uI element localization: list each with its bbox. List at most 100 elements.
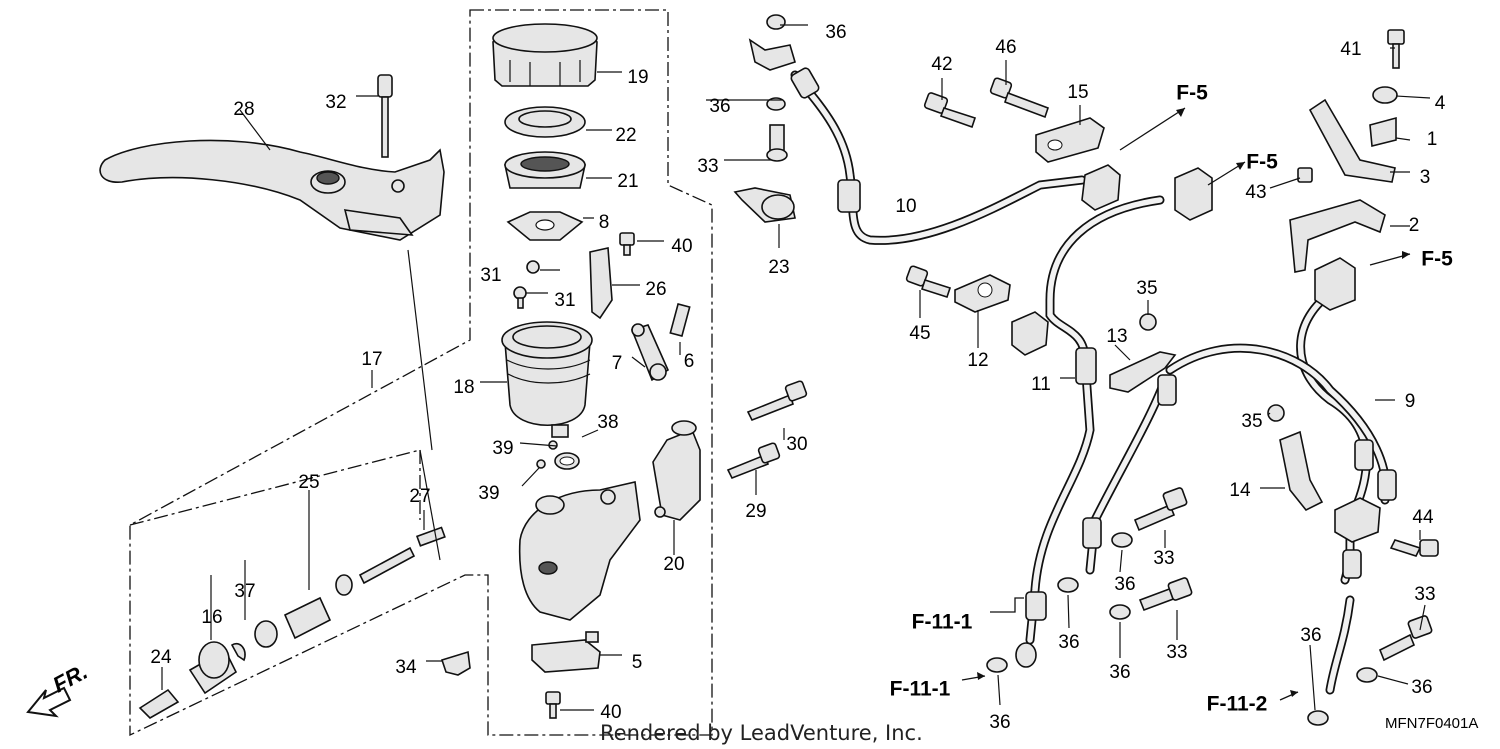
stay-group <box>1289 29 1405 273</box>
clamp-15 <box>1035 117 1105 163</box>
callout-24: 24 <box>150 647 172 668</box>
ref-f-5: F-5 <box>1176 82 1208 105</box>
diaphragm-plate <box>504 106 586 138</box>
callout-31: 31 <box>480 265 501 286</box>
callout-13: 13 <box>1106 326 1127 347</box>
pivot-bolt <box>377 74 393 158</box>
callout-20: 20 <box>663 554 684 575</box>
clamp-14 <box>1267 404 1324 512</box>
callout-2: 2 <box>1409 215 1420 236</box>
reservoir-cap <box>492 23 598 87</box>
diagram-code: MFN7F0401A <box>1385 715 1478 732</box>
callout-28: 28 <box>233 99 254 120</box>
callout-25: 25 <box>298 472 319 493</box>
callout-11: 11 <box>1031 374 1051 395</box>
piston-set <box>138 526 446 719</box>
callout-36: 36 <box>1109 662 1130 683</box>
callout-21: 21 <box>617 171 638 192</box>
callout-3: 3 <box>1420 167 1431 188</box>
reservoir-holder <box>589 247 613 320</box>
callout-36: 36 <box>1300 625 1321 646</box>
callout-12: 12 <box>967 350 988 371</box>
reference-arrows <box>961 107 1411 701</box>
callout-40: 40 <box>671 236 692 257</box>
callout-35: 35 <box>1241 411 1262 432</box>
brake-lever <box>99 139 445 241</box>
callout-10: 10 <box>895 196 916 217</box>
screw-40-bottom <box>545 691 561 719</box>
reference-layer: F-5F-5F-5F-11-1F-11-1F-11-2 <box>890 82 1453 716</box>
group-boundaries <box>129 9 713 737</box>
screw-40-top <box>619 232 635 256</box>
callout-41: 41 <box>1340 39 1361 60</box>
callout-18: 18 <box>453 377 474 398</box>
reservoir <box>501 321 593 438</box>
leader-lines <box>161 24 1431 711</box>
dust-cap-34 <box>440 650 471 676</box>
callout-4: 4 <box>1435 93 1446 114</box>
joint-blocks <box>1011 164 1381 543</box>
callout-5: 5 <box>632 652 643 673</box>
callout-17: 17 <box>361 349 382 370</box>
callout-16: 16 <box>201 607 222 628</box>
callout-6: 6 <box>684 351 695 372</box>
callout-33: 33 <box>697 156 718 177</box>
clamp-12 <box>954 274 1011 313</box>
callout-layer: 1234567891011121314151617181920212223242… <box>150 22 1445 733</box>
callout-36: 36 <box>709 96 730 117</box>
screws-31 <box>513 260 540 309</box>
callout-33: 33 <box>1414 584 1435 605</box>
o-rings <box>536 440 580 470</box>
callout-36: 36 <box>1411 677 1432 698</box>
footer-text: Rendered by LeadVenture, Inc. <box>600 721 923 745</box>
callout-7: 7 <box>612 353 623 374</box>
hose-joint <box>630 302 691 382</box>
callout-31: 31 <box>554 290 575 311</box>
callout-29: 29 <box>745 501 766 522</box>
callout-19: 19 <box>627 67 648 88</box>
ref-f-11-1: F-11-1 <box>890 678 951 701</box>
callout-33: 33 <box>1153 548 1174 569</box>
callout-32: 32 <box>325 92 346 113</box>
hose-10 <box>790 67 1087 245</box>
callout-42: 42 <box>931 54 952 75</box>
front-direction-arrow: FR. <box>26 659 92 718</box>
callout-44: 44 <box>1412 507 1434 528</box>
callout-34: 34 <box>395 657 417 678</box>
callout-35: 35 <box>1136 278 1157 299</box>
bolts-29-30 <box>726 380 808 480</box>
callout-8: 8 <box>599 212 610 233</box>
holder <box>652 420 701 521</box>
brake-switch <box>531 631 601 673</box>
callout-22: 22 <box>615 125 636 146</box>
callout-1: 1 <box>1427 129 1438 150</box>
callout-39: 39 <box>478 483 499 504</box>
diaphragm <box>504 151 586 189</box>
callout-23: 23 <box>768 257 789 278</box>
callout-46: 46 <box>995 37 1016 58</box>
callout-43: 43 <box>1245 182 1266 203</box>
clamp-13 <box>1109 313 1177 393</box>
bolts-42-46-45 <box>905 77 1050 299</box>
banjo-bolts-right <box>986 487 1439 726</box>
callout-27: 27 <box>409 486 430 507</box>
ref-f-5: F-5 <box>1246 151 1278 174</box>
callout-39: 39 <box>492 438 513 459</box>
ref-f-5: F-5 <box>1421 248 1453 271</box>
callout-36: 36 <box>1058 632 1079 653</box>
callout-33: 33 <box>1166 642 1187 663</box>
callout-14: 14 <box>1229 480 1251 501</box>
callout-36: 36 <box>1114 574 1135 595</box>
callout-37: 37 <box>234 581 255 602</box>
master-cylinder <box>518 481 641 621</box>
hose-11 <box>1015 195 1165 668</box>
callout-36: 36 <box>825 22 846 43</box>
callout-15: 15 <box>1067 82 1088 103</box>
callout-30: 30 <box>786 434 807 455</box>
callout-36: 36 <box>989 712 1010 733</box>
callout-9: 9 <box>1405 391 1416 412</box>
banjo-bolt-stack <box>733 14 796 223</box>
ref-f-11-1: F-11-1 <box>912 611 973 634</box>
callout-38: 38 <box>597 412 618 433</box>
